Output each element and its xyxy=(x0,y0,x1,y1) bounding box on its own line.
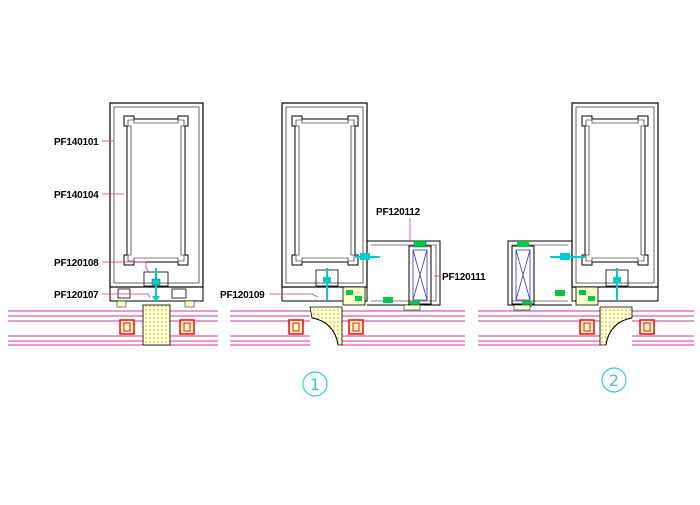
label-pf120112: PF120112 xyxy=(376,207,421,218)
seals-b xyxy=(288,319,364,335)
insulation-block-a xyxy=(142,304,171,346)
marker-two: 2 xyxy=(601,367,627,393)
panel-a-section xyxy=(109,102,204,308)
label-pf140101: PF140101 xyxy=(54,137,99,148)
insulation-curve-c xyxy=(599,306,633,346)
panel-a-leaders xyxy=(102,140,151,299)
seals-c xyxy=(579,319,655,335)
wall-lines-left xyxy=(8,310,218,346)
label-pf120111: PF120111 xyxy=(442,272,486,283)
wall-lines-middle xyxy=(230,310,465,346)
marker-two-text: 2 xyxy=(609,371,619,390)
panel-c-section xyxy=(507,102,659,311)
marker-one: 1 xyxy=(302,371,328,397)
label-pf140104: PF140104 xyxy=(54,190,99,201)
marker-one-text: 1 xyxy=(310,375,320,394)
label-pf120109: PF120109 xyxy=(220,290,265,301)
label-pf120107: PF120107 xyxy=(54,290,99,301)
seals-a xyxy=(119,319,195,335)
panel-b-leaders xyxy=(269,218,440,298)
label-pf120108: PF120108 xyxy=(54,258,99,269)
